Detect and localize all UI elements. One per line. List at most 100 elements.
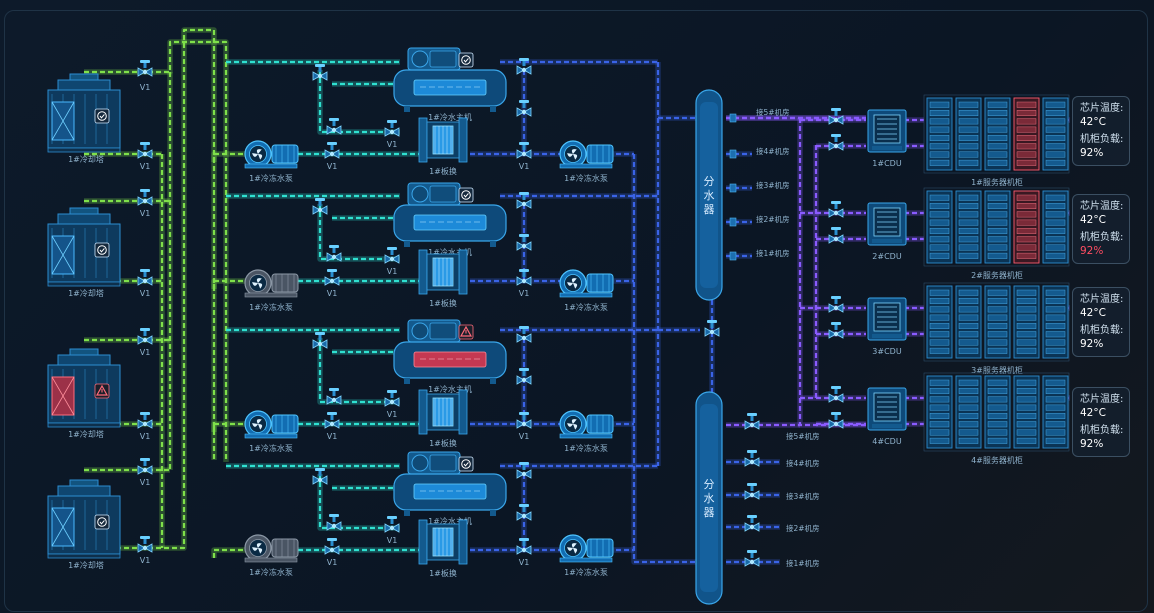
distributor-label: 分 (704, 175, 715, 188)
diagram-frame (4, 10, 1148, 612)
server-rack (955, 285, 982, 359)
module-valve (312, 198, 328, 215)
pipe-bypass (317, 474, 400, 531)
module-valve: V1 (384, 516, 400, 545)
valve-label: V1 (327, 432, 338, 441)
chiller-label: 1#冷水主机 (428, 516, 472, 526)
server-rack (1042, 285, 1069, 359)
module-valve (326, 514, 342, 531)
module-valve (326, 245, 342, 262)
valve-label: V1 (327, 558, 338, 567)
check-status-icon (94, 514, 110, 530)
server-rack (955, 375, 982, 449)
branch-label: 接5#机房 (786, 431, 820, 441)
branch-label: 接4#机房 (786, 458, 820, 468)
pump-label: 1#冷冻水泵 (564, 567, 608, 577)
pump-label: 1#冷冻水泵 (564, 173, 608, 183)
server-rack (984, 190, 1011, 264)
pump-running: 1#冷冻水泵 (559, 269, 614, 312)
info-card-4: 芯片温度: 42°C 机柜负载: 92% (1072, 387, 1130, 457)
valve-label: V1 (519, 432, 530, 441)
distributor-label: 器 (704, 506, 715, 519)
module-valve (326, 118, 342, 135)
chiller: 1#冷水主机 (393, 47, 507, 122)
fan-icon (252, 278, 263, 289)
module-valve (516, 234, 532, 251)
module-valve: V1 (384, 247, 400, 276)
branch-label: 接1#机房 (786, 558, 820, 568)
module-valve (312, 332, 328, 349)
module-valve (516, 504, 532, 521)
valve-label: V1 (140, 432, 151, 441)
cdu-unit: 4#CDU (867, 387, 907, 446)
rack-load-value: 92% (1080, 438, 1104, 450)
fan-icon (252, 419, 263, 430)
cdu-label: 4#CDU (872, 437, 902, 446)
rack-load-value: 92% (1080, 245, 1104, 257)
pump-running: 1#冷冻水泵 (559, 140, 614, 183)
server-rack (984, 285, 1011, 359)
cooling-tower: 1#冷却塔 (47, 207, 121, 298)
server-rack (926, 97, 953, 171)
cdu-valve (828, 386, 844, 403)
chiller-label: 1#冷水主机 (428, 384, 472, 394)
module-valve (312, 64, 328, 81)
pipe-main-return-riser (631, 154, 700, 565)
cdu-unit: 3#CDU (867, 297, 907, 356)
server-rack (1042, 375, 1069, 449)
info-card-1: 芯片温度: 42°C 机柜负载: 92% (1072, 96, 1130, 166)
pump-label: 1#冷冻水泵 (249, 443, 293, 453)
pump-stopped: 1#冷冻水泵 (244, 534, 299, 577)
module-valve: V1 (516, 142, 532, 171)
branch-label: 接5#机房 (756, 107, 790, 117)
module-valve (516, 326, 532, 343)
cooling-valve: V1 (137, 189, 153, 218)
chiller-label: 1#冷水主机 (428, 247, 472, 257)
chip-temp-value: 42°C (1080, 214, 1106, 226)
server-rack (955, 97, 982, 171)
valve-label: V1 (140, 162, 151, 171)
plate-hx-label: 1#板换 (429, 298, 457, 308)
branch-label: 接3#机房 (756, 180, 790, 190)
plate-hx-label: 1#板换 (429, 568, 457, 578)
cooling-valve: V1 (137, 328, 153, 357)
cooling-tower: 1#冷却塔 (47, 479, 121, 570)
valve-label: V1 (140, 478, 151, 487)
pump-running: 1#冷冻水泵 (244, 410, 299, 453)
server-rack (926, 285, 953, 359)
warning-icon (458, 324, 474, 340)
module-valve (516, 192, 532, 209)
module-valve: V1 (324, 142, 340, 171)
module-valve: V1 (384, 120, 400, 149)
chip-temp-value: 42°C (1080, 307, 1106, 319)
server-rack-group: 3#服务器机柜 (923, 282, 1070, 375)
cdu-valve (828, 134, 844, 151)
module-valve (516, 58, 532, 75)
rack-load-label: 机柜负载: (1080, 232, 1124, 243)
pump-stopped: 1#冷冻水泵 (244, 269, 299, 312)
distributor-label: 器 (704, 203, 715, 216)
valve-label: V1 (387, 267, 398, 276)
pipe-bypass (317, 338, 400, 405)
check-status-icon (458, 456, 474, 472)
server-rack-alarm (1013, 97, 1040, 171)
water-distributor: 分水器 (695, 391, 723, 605)
plate-heat-exchanger: 1#板换 (418, 117, 468, 176)
fan-icon (252, 149, 263, 160)
cooling-valve: V1 (137, 269, 153, 298)
branch-valve (744, 515, 760, 532)
cdu-valve (828, 322, 844, 339)
module-valve: V1 (516, 412, 532, 441)
server-rack-group: 4#服务器机柜 (923, 372, 1070, 465)
branch-label: 接2#机房 (756, 214, 790, 224)
branch-label: 接3#机房 (786, 491, 820, 501)
module-valve (516, 368, 532, 385)
server-rack (984, 97, 1011, 171)
plate-hx-label: 1#板换 (429, 166, 457, 176)
rack-load-value: 92% (1080, 338, 1104, 350)
check-status-icon (94, 108, 110, 124)
cooling-valve: V1 (137, 536, 153, 565)
pipe-bypass (317, 204, 400, 262)
distributor-label: 分 (704, 478, 715, 491)
